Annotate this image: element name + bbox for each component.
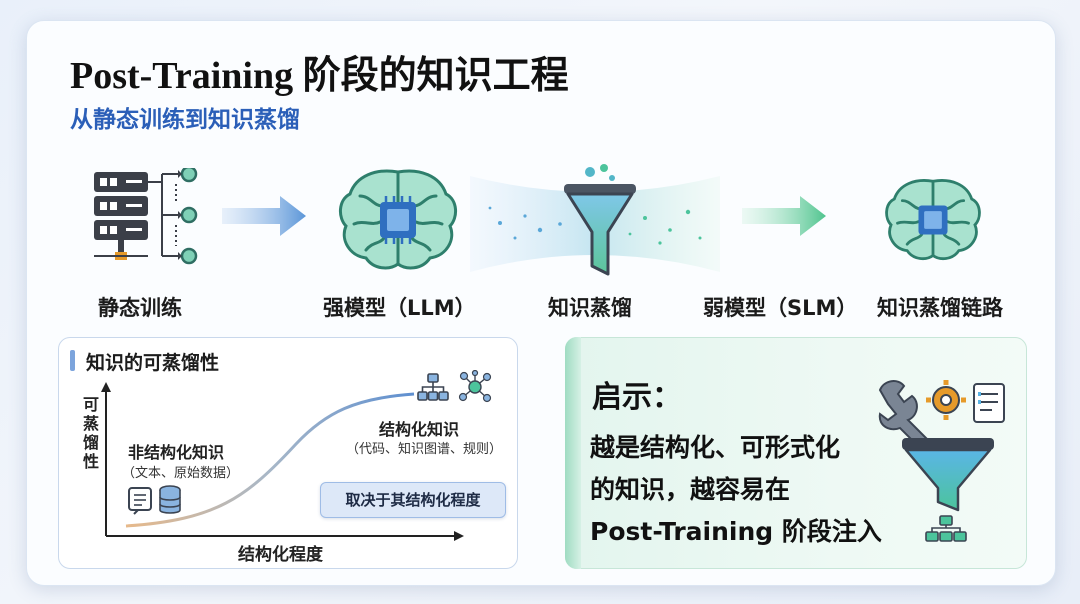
slm-brain-icon <box>885 179 981 261</box>
distillability-title: 知识的可蒸馏性 <box>86 352 220 374</box>
flow-arrow-2 <box>742 196 826 236</box>
server-icon <box>94 168 198 265</box>
structured-knowledge-title: 结构化知识 <box>379 420 460 439</box>
distillability-plot <box>101 382 464 541</box>
document-database-icon <box>128 485 181 515</box>
stage-label-weak-model: 弱模型（SLM） <box>703 296 858 320</box>
panel-title-accent <box>70 350 75 371</box>
insight-line-3: Post-Training 阶段注入 <box>590 517 882 546</box>
depends-on-structure-note: 取决于其结构化程度 <box>320 482 506 518</box>
stage-label-strong-model: 强模型（LLM） <box>323 296 476 320</box>
hierarchy-icon <box>417 373 449 401</box>
insight-line-1: 越是结构化、可形式化 <box>590 433 841 462</box>
y-axis-label: 可蒸馏性 <box>82 395 99 471</box>
stage-label-distill-chain: 知识蒸馏链路 <box>877 296 1003 320</box>
x-axis-label: 结构化程度 <box>238 545 323 565</box>
wrench-gear-funnel-icon <box>878 380 1005 542</box>
page-subtitle: 从静态训练到知识蒸馏 <box>70 107 300 133</box>
funnel-icon <box>564 164 636 276</box>
stage-label-static-training: 静态训练 <box>98 296 182 320</box>
insight-line-2: 的知识，越容易在 <box>590 475 791 504</box>
insight-panel-accent <box>565 337 581 569</box>
structured-knowledge-examples: （代码、知识图谱、规则） <box>346 442 503 457</box>
strong-model-brain-icon <box>339 169 457 270</box>
flow-arrow-1 <box>222 196 306 236</box>
unstructured-knowledge-examples: （文本、原始数据） <box>122 466 240 481</box>
stage-label-distillation: 知识蒸馏 <box>548 296 632 320</box>
page-title: Post-Training 阶段的知识工程 <box>70 55 569 97</box>
insight-heading: 启示： <box>592 380 682 415</box>
knowledge-graph-icon <box>458 370 492 403</box>
unstructured-knowledge-title: 非结构化知识 <box>128 443 225 462</box>
